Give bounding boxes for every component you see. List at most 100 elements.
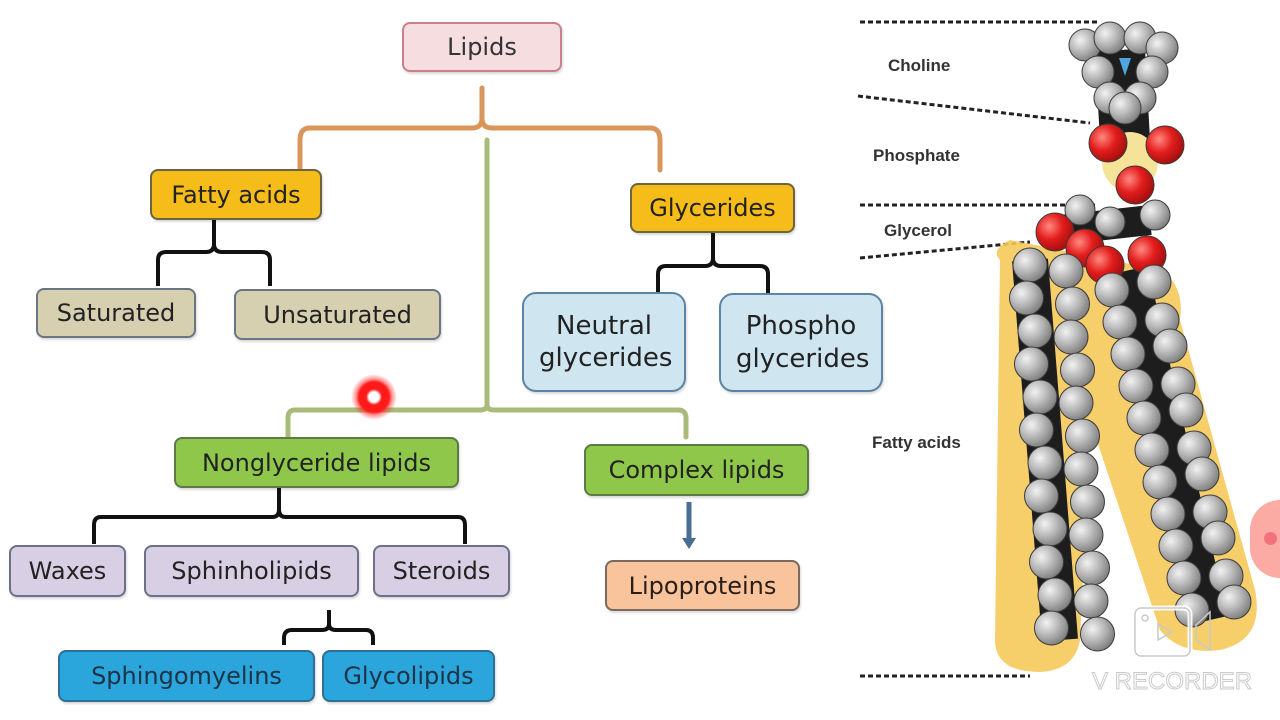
node-glycolipids-label: Glycolipids [343,662,474,690]
node-sphingomyelins: Sphingomyelins [58,650,315,702]
hydrogen-atom [1070,484,1105,520]
hydrogen-atom [1027,445,1063,481]
connector-glycerides-brace [656,232,770,294]
hydrogen-atom [1024,478,1059,514]
oxygen-atom [1145,125,1185,165]
hydrogen-atom [1184,456,1220,492]
hydrogen-atom [1139,199,1171,231]
node-phospho-glycerides: Phospho glycerides [719,293,883,392]
hydrogen-atom [1009,280,1044,316]
node-sphinholipids: Sphinholipids [144,545,359,597]
label-fatty-acids: Fatty acids [872,433,961,452]
hydrogen-atom [1216,584,1252,620]
node-saturated: Saturated [36,288,196,338]
node-complex-lipids: Complex lipids [584,444,809,496]
hydrogen-atom [1073,583,1109,619]
node-waxes-label: Waxes [28,557,107,585]
label-choline: Choline [888,56,951,75]
connector-green-trunk [285,137,689,440]
fatty-acid-chain-right [1112,265,1228,625]
record-dot-icon [1264,532,1277,545]
node-lipids: Lipids [402,22,562,72]
nitrogen-atom [1119,58,1131,76]
hydrogen-atom [1118,368,1154,404]
hydrogen-atom [1075,550,1110,586]
hydrogen-atom [1032,511,1068,547]
node-neutral-glycerides-label: Neutral glycerides [539,310,673,374]
hydrogen-atom [1029,544,1064,580]
hydrogen-atom [1012,247,1048,283]
node-glycerides: Glycerides [630,183,795,233]
connector-lipids-brace [297,85,663,173]
hydrogen-atom [1063,451,1099,487]
hydrogen-atom [1065,418,1100,454]
node-saturated-label: Saturated [56,299,176,327]
node-glycerides-label: Glycerides [649,194,776,222]
hydrogen-atom [1055,286,1090,322]
hydrogen-atom [1102,304,1138,340]
label-phosphate: Phosphate [873,146,960,165]
hydrogen-atom [1017,313,1053,349]
hydrogen-atom [1110,336,1146,372]
hydrogen-atom [1093,21,1127,55]
hydrogen-atom [1022,379,1058,415]
hydrogen-atom [1060,352,1095,388]
hydrogen-atom [1126,400,1162,436]
node-unsaturated: Unsaturated [234,289,441,340]
node-phospho-glycerides-label: Phospho glycerides [736,311,870,374]
hydrogen-atom [1108,91,1142,125]
hydrogen-atom [1142,464,1178,500]
hydrogen-atom [1200,520,1236,556]
node-sphingomyelins-label: Sphingomyelins [91,662,282,690]
hydrogen-atom [1152,328,1188,364]
node-unsaturated-label: Unsaturated [263,300,412,329]
node-nonglyceride-lipids-label: Nonglyceride lipids [201,448,432,477]
oxygen-atom [1115,165,1155,205]
hydrogen-atom [1094,272,1130,308]
connector-fatty-acids-brace [156,220,272,286]
node-lipoproteins-label: Lipoproteins [628,571,777,600]
node-steroids-label: Steroids [392,557,491,585]
hydrogen-atom [1068,517,1104,553]
hydrogen-atom [1058,385,1094,421]
watermark-text: V RECORDER [1091,668,1253,696]
hydrogen-atom [1166,560,1202,596]
hydrogen-atom [1174,592,1210,628]
node-complex-lipids-label: Complex lipids [608,456,785,484]
node-fatty-acids-label: Fatty acids [171,180,301,209]
hydrogen-atom [1080,616,1115,652]
node-lipoproteins: Lipoproteins [605,560,800,611]
node-waxes: Waxes [9,545,126,597]
label-glycerol: Glycerol [884,221,953,240]
hydrogen-atom [1158,528,1194,564]
connector-nonglyceride-brace [92,488,467,544]
node-glycolipids: Glycolipids [322,650,495,702]
molecule-guide-lines [857,20,1100,678]
hydrogen-atom [1034,610,1069,646]
node-nonglyceride-lipids: Nonglyceride lipids [174,437,459,488]
hydrogen-atom [1136,264,1172,300]
red-touch-pointer-icon [351,374,397,420]
hydrogen-atom [1094,206,1126,238]
oxygen-atom [1088,123,1128,163]
connector-sphinholipids-brace [282,610,375,645]
hydrogen-atom [1064,194,1096,226]
hydrogen-atom [1168,392,1204,428]
hydrogen-atom [1053,319,1089,355]
hydrogen-atom [1037,577,1073,613]
hydrogen-atom [1134,432,1170,468]
floating-record-button[interactable] [1250,500,1280,578]
node-lipids-label: Lipids [447,33,517,61]
hydrogen-atom [1019,412,1054,448]
node-fatty-acids: Fatty acids [150,169,322,220]
hydrogen-atom [1048,253,1084,289]
node-neutral-glycerides: Neutral glycerides [522,292,686,392]
node-sphinholipids-label: Sphinholipids [171,557,332,585]
arrow-head-icon [682,538,696,549]
hydrogen-atom [1014,346,1049,382]
node-steroids: Steroids [373,545,510,597]
hydrogen-atom [1150,496,1186,532]
